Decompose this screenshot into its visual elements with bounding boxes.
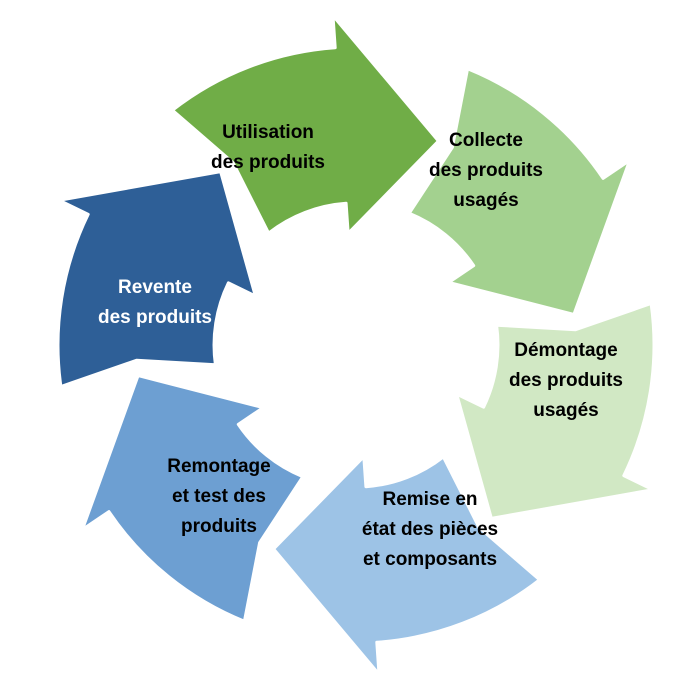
arrow-revente [56, 170, 257, 388]
arrow-collecte [407, 67, 632, 316]
stage-label-demontage: Démontage des produits usagés [508, 340, 623, 421]
stage-label-collecte: Collecte des produits usagés [428, 130, 543, 211]
stage-label-utilisation: Utilisation des produits [210, 122, 325, 173]
arrow-utilisation [171, 14, 440, 235]
stage-label-remise-en-etat: Remise en état des pièces et composants [361, 489, 499, 570]
arrow-remontage [80, 374, 305, 623]
stage-label-revente: Revente des produits [97, 277, 212, 328]
arrow-demontage [455, 302, 656, 520]
stage-label-remontage: Remontage et test des produits [167, 456, 271, 537]
arrow-remise-en-etat [272, 455, 541, 676]
